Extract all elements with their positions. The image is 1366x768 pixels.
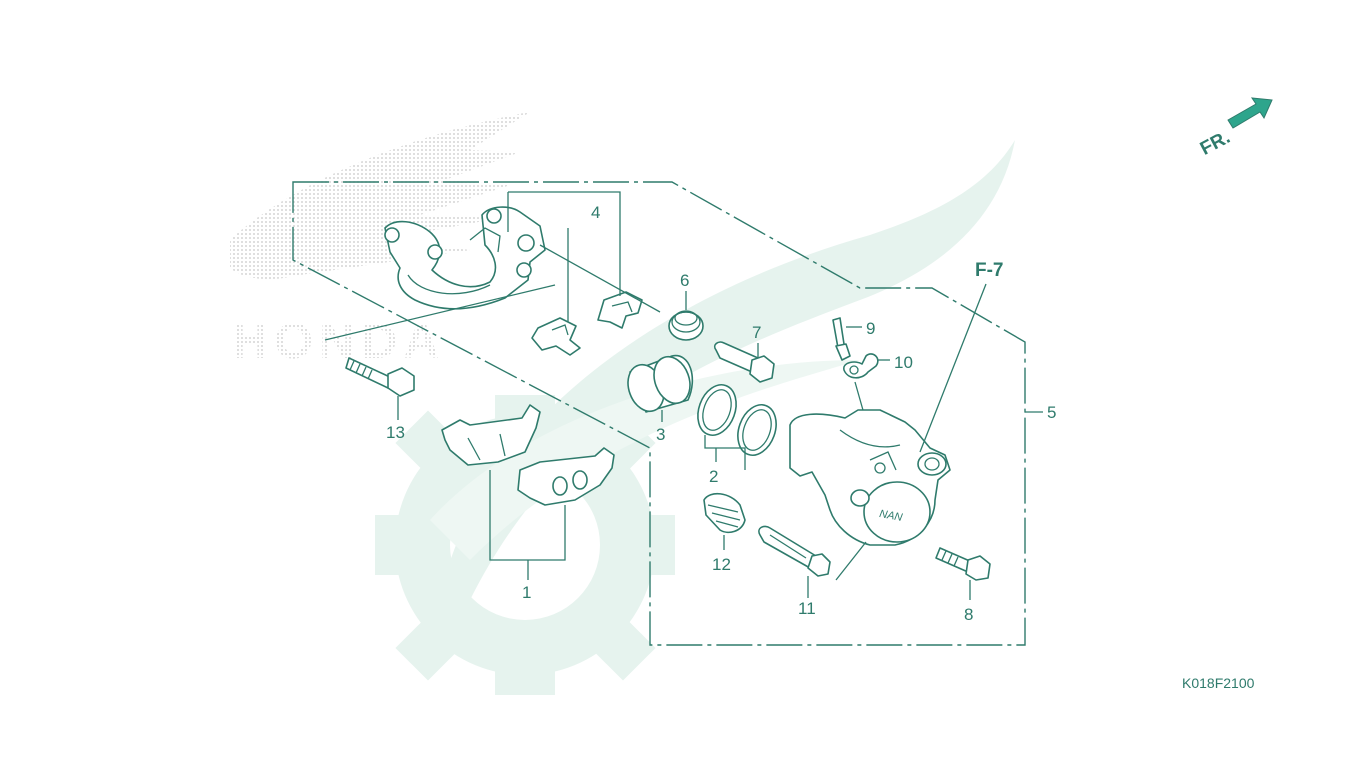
part-9-bleeder-valve — [832, 317, 862, 361]
svg-text:NAN: NAN — [878, 508, 903, 524]
watermark-wing — [230, 112, 530, 280]
part-11-pin-bolt — [758, 525, 867, 598]
part-1-brake-pads — [441, 404, 615, 580]
callout-13: 13 — [386, 423, 405, 442]
part-5-caliper-body: NAN — [789, 283, 987, 546]
callout-4-leaders — [507, 191, 661, 322]
caliper-bracket — [384, 206, 546, 310]
callout-6: 6 — [680, 271, 689, 290]
callout-12: 12 — [712, 555, 731, 574]
watermark: HONDA — [230, 112, 1015, 695]
watermark-swoosh — [440, 140, 1015, 600]
cross-reference-label: F-7 — [975, 260, 1004, 281]
callout-8: 8 — [964, 605, 973, 624]
callout-9: 9 — [866, 319, 875, 338]
callout-10: 10 — [894, 353, 913, 372]
callout-1: 1 — [522, 583, 531, 602]
callout-2: 2 — [709, 467, 718, 486]
watermark-text: HONDA — [232, 313, 445, 369]
part-12-boot — [703, 492, 746, 550]
part-6-boot — [668, 291, 704, 341]
part-7-pin-bolt — [713, 341, 775, 383]
callout-4: 4 — [591, 203, 600, 222]
callout-3: 3 — [656, 425, 665, 444]
callout-5: 5 — [1047, 403, 1056, 422]
part-3-piston — [627, 354, 694, 422]
callout-11: 11 — [798, 599, 816, 618]
diagram-reference-code: K018F2100 — [1182, 675, 1255, 691]
front-direction-indicator: FR. — [1197, 97, 1273, 160]
fr-arrow-icon — [1227, 97, 1273, 129]
assembly-boundary — [292, 181, 1043, 646]
part-4-pad-springs — [531, 291, 643, 356]
part-13-bolt — [324, 284, 556, 420]
part-8-bolt — [935, 547, 991, 600]
direction-label: FR. — [1197, 127, 1234, 160]
callout-7: 7 — [752, 323, 761, 342]
part-2-seals — [697, 384, 777, 470]
